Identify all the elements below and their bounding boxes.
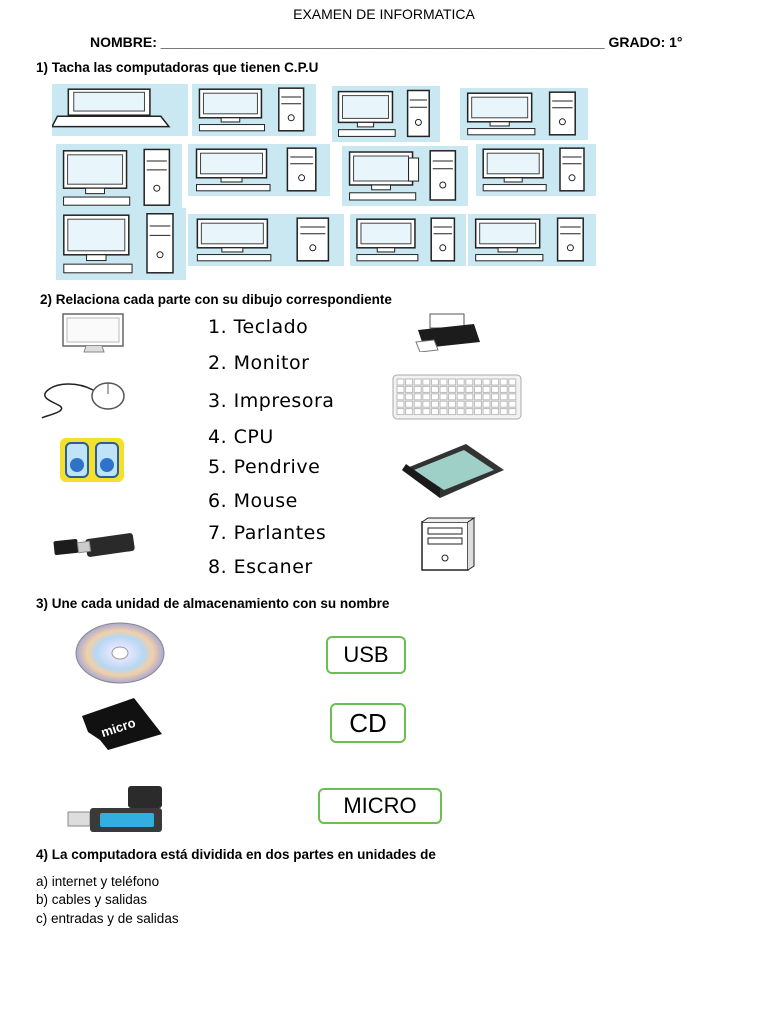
crt-desktop-icon: [348, 150, 457, 201]
printer-icon: [415, 313, 480, 352]
usb-drive-icon: [53, 533, 135, 557]
part-item: 3. Impresora: [208, 390, 335, 412]
part-item: 7. Parlantes: [208, 522, 327, 544]
desktop-cpu-icon: [466, 91, 576, 136]
speakers-icon: [60, 438, 124, 482]
desktop-cpu-icon: [337, 89, 430, 138]
desktop-cpu-icon: [198, 87, 305, 132]
question-4: 4) La computadora está dividida en dos p…: [36, 847, 436, 862]
name-row: NOMBRE: ________________________________…: [90, 34, 683, 50]
computer-image[interactable]: [192, 84, 316, 136]
part-item: 1. Teclado: [208, 316, 309, 338]
desktop-cpu-icon: [356, 217, 456, 262]
name-label: NOMBRE:: [90, 34, 157, 50]
part-item: 2. Monitor: [208, 352, 310, 374]
computer-image[interactable]: [350, 214, 466, 266]
cpu-tower-icon: [421, 517, 476, 571]
computer-image[interactable]: [476, 144, 596, 196]
computers-grid: [52, 84, 600, 284]
computer-image[interactable]: [56, 208, 186, 280]
label-micro: MICRO: [318, 788, 442, 824]
monitor-icon: [62, 313, 124, 353]
option-b: b) cables y salidas: [36, 892, 148, 907]
keyboard-icon: [392, 374, 522, 420]
desktop-cpu-icon: [195, 147, 317, 192]
question-3: 3) Une cada unidad de almacenamiento con…: [36, 596, 390, 611]
question-1: 1) Tacha las computadoras que tienen C.P…: [36, 60, 319, 75]
microsd-icon: micro: [82, 698, 162, 750]
computer-image[interactable]: [468, 214, 596, 266]
laptop-icon: [52, 88, 171, 128]
label-usb: USB: [326, 636, 406, 674]
desktop-cpu-icon: [196, 217, 330, 262]
part-item: 5. Pendrive: [208, 456, 321, 478]
computer-image[interactable]: [188, 144, 330, 196]
computer-image[interactable]: [56, 144, 182, 212]
question-2: 2) Relaciona cada parte con su dibujo co…: [40, 292, 392, 307]
computer-image[interactable]: [460, 88, 588, 140]
desktop-cpu-icon: [63, 213, 174, 274]
cd-icon: [75, 622, 165, 684]
computer-image[interactable]: [332, 86, 440, 142]
desktop-cpu-icon: [62, 148, 171, 206]
name-line[interactable]: ________________________________________…: [160, 34, 605, 50]
desktop-cpu-icon: [474, 217, 584, 262]
computer-image[interactable]: [342, 146, 468, 206]
label-cd: CD: [330, 703, 406, 743]
option-a: a) internet y teléfono: [36, 874, 160, 889]
grade-label: GRADO: 1°: [608, 34, 683, 50]
scanner-icon: [402, 444, 504, 498]
part-item: 8. Escaner: [208, 556, 313, 578]
option-c: c) entradas y de salidas: [36, 911, 179, 926]
part-item: 6. Mouse: [208, 490, 298, 512]
computer-image[interactable]: [188, 214, 344, 266]
computer-image[interactable]: [52, 84, 188, 136]
mouse-icon: [41, 382, 125, 419]
exam-title: EXAMEN DE INFORMATICA: [293, 6, 475, 22]
desktop-cpu-icon: [482, 147, 585, 192]
part-item: 4. CPU: [208, 426, 274, 448]
usb-stick-icon: [67, 786, 162, 832]
